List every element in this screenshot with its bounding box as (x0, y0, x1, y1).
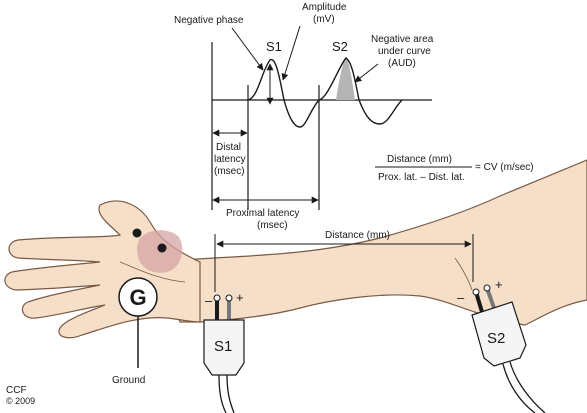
amplitude-label: Amplitude (302, 2, 347, 13)
distance-measure: Distance (mm) (214, 230, 474, 292)
ground-symbol: G (129, 285, 146, 310)
probe2-prong-anode (485, 287, 496, 309)
palm-crease (119, 261, 186, 283)
formula-result: = CV (m/sec) (475, 162, 534, 173)
s2-waveform (318, 57, 403, 125)
cv-formula: Distance (mm) Prox. lat. – Dist. lat. = … (375, 154, 534, 183)
formula-denominator: Prox. lat. – Dist. lat. (378, 172, 465, 183)
probe2-body (471, 301, 527, 367)
distal-latency-line2: latency (214, 154, 246, 165)
distance-label: Distance (mm) (325, 230, 390, 241)
probe1-contact-anode (225, 294, 233, 302)
forearm (159, 159, 587, 326)
ground-label: Ground (112, 375, 145, 386)
probe2-contact-anode (483, 284, 491, 292)
stimulator-probe-s1: – + S1 (203, 290, 245, 413)
probe1-plus: + (236, 290, 244, 305)
s1-peak-label: S1 (266, 39, 282, 54)
probe2-plus: + (495, 277, 503, 292)
aud-label-line2: under curve (378, 46, 431, 57)
probe1-label: S1 (214, 338, 232, 355)
negative-phase-pointer (231, 27, 264, 71)
probe2-contact-cathode (472, 288, 480, 296)
wrist-crease (454, 257, 473, 291)
probe1-body (203, 319, 245, 376)
formula-numerator: Distance (mm) (387, 154, 452, 165)
stimulator-probe-s2: – + S2 (457, 277, 546, 413)
amplitude-pointer (281, 25, 301, 81)
proximal-latency-line1: Proximal latency (226, 208, 299, 219)
amplitude-unit-label: (mV) (313, 14, 335, 25)
s2-peak-label: S2 (332, 39, 348, 54)
reference-electrode (157, 243, 167, 253)
credit-label: CCF (6, 385, 27, 396)
distal-latency-line3: (msec) (214, 166, 245, 177)
aud-label-line3: (AUD) (388, 58, 416, 69)
recording-electrode (132, 228, 142, 238)
negative-phase-label: Negative phase (174, 15, 244, 26)
probe1-contact-cathode (213, 294, 221, 302)
distal-latency-line1: Distal (216, 142, 241, 153)
copyright-label: © 2009 (6, 396, 35, 406)
aud-label-line1: Negative area (371, 34, 434, 45)
probe2-label: S2 (487, 330, 505, 347)
proximal-latency-line2: (msec) (257, 220, 288, 231)
probe1-minus: – (205, 293, 213, 308)
ground-circle (118, 277, 158, 317)
s2-aud-area (336, 58, 355, 100)
probe2-cable (502, 361, 546, 413)
aud-pointer (354, 63, 379, 83)
waveform-graph: Negative phase Amplitude (mV) S1 S2 Nega… (174, 2, 434, 231)
probe2-minus: – (457, 290, 465, 305)
s1-waveform (247, 59, 320, 128)
probe1-cable (218, 374, 235, 413)
ground-electrode: G Ground (112, 277, 158, 386)
